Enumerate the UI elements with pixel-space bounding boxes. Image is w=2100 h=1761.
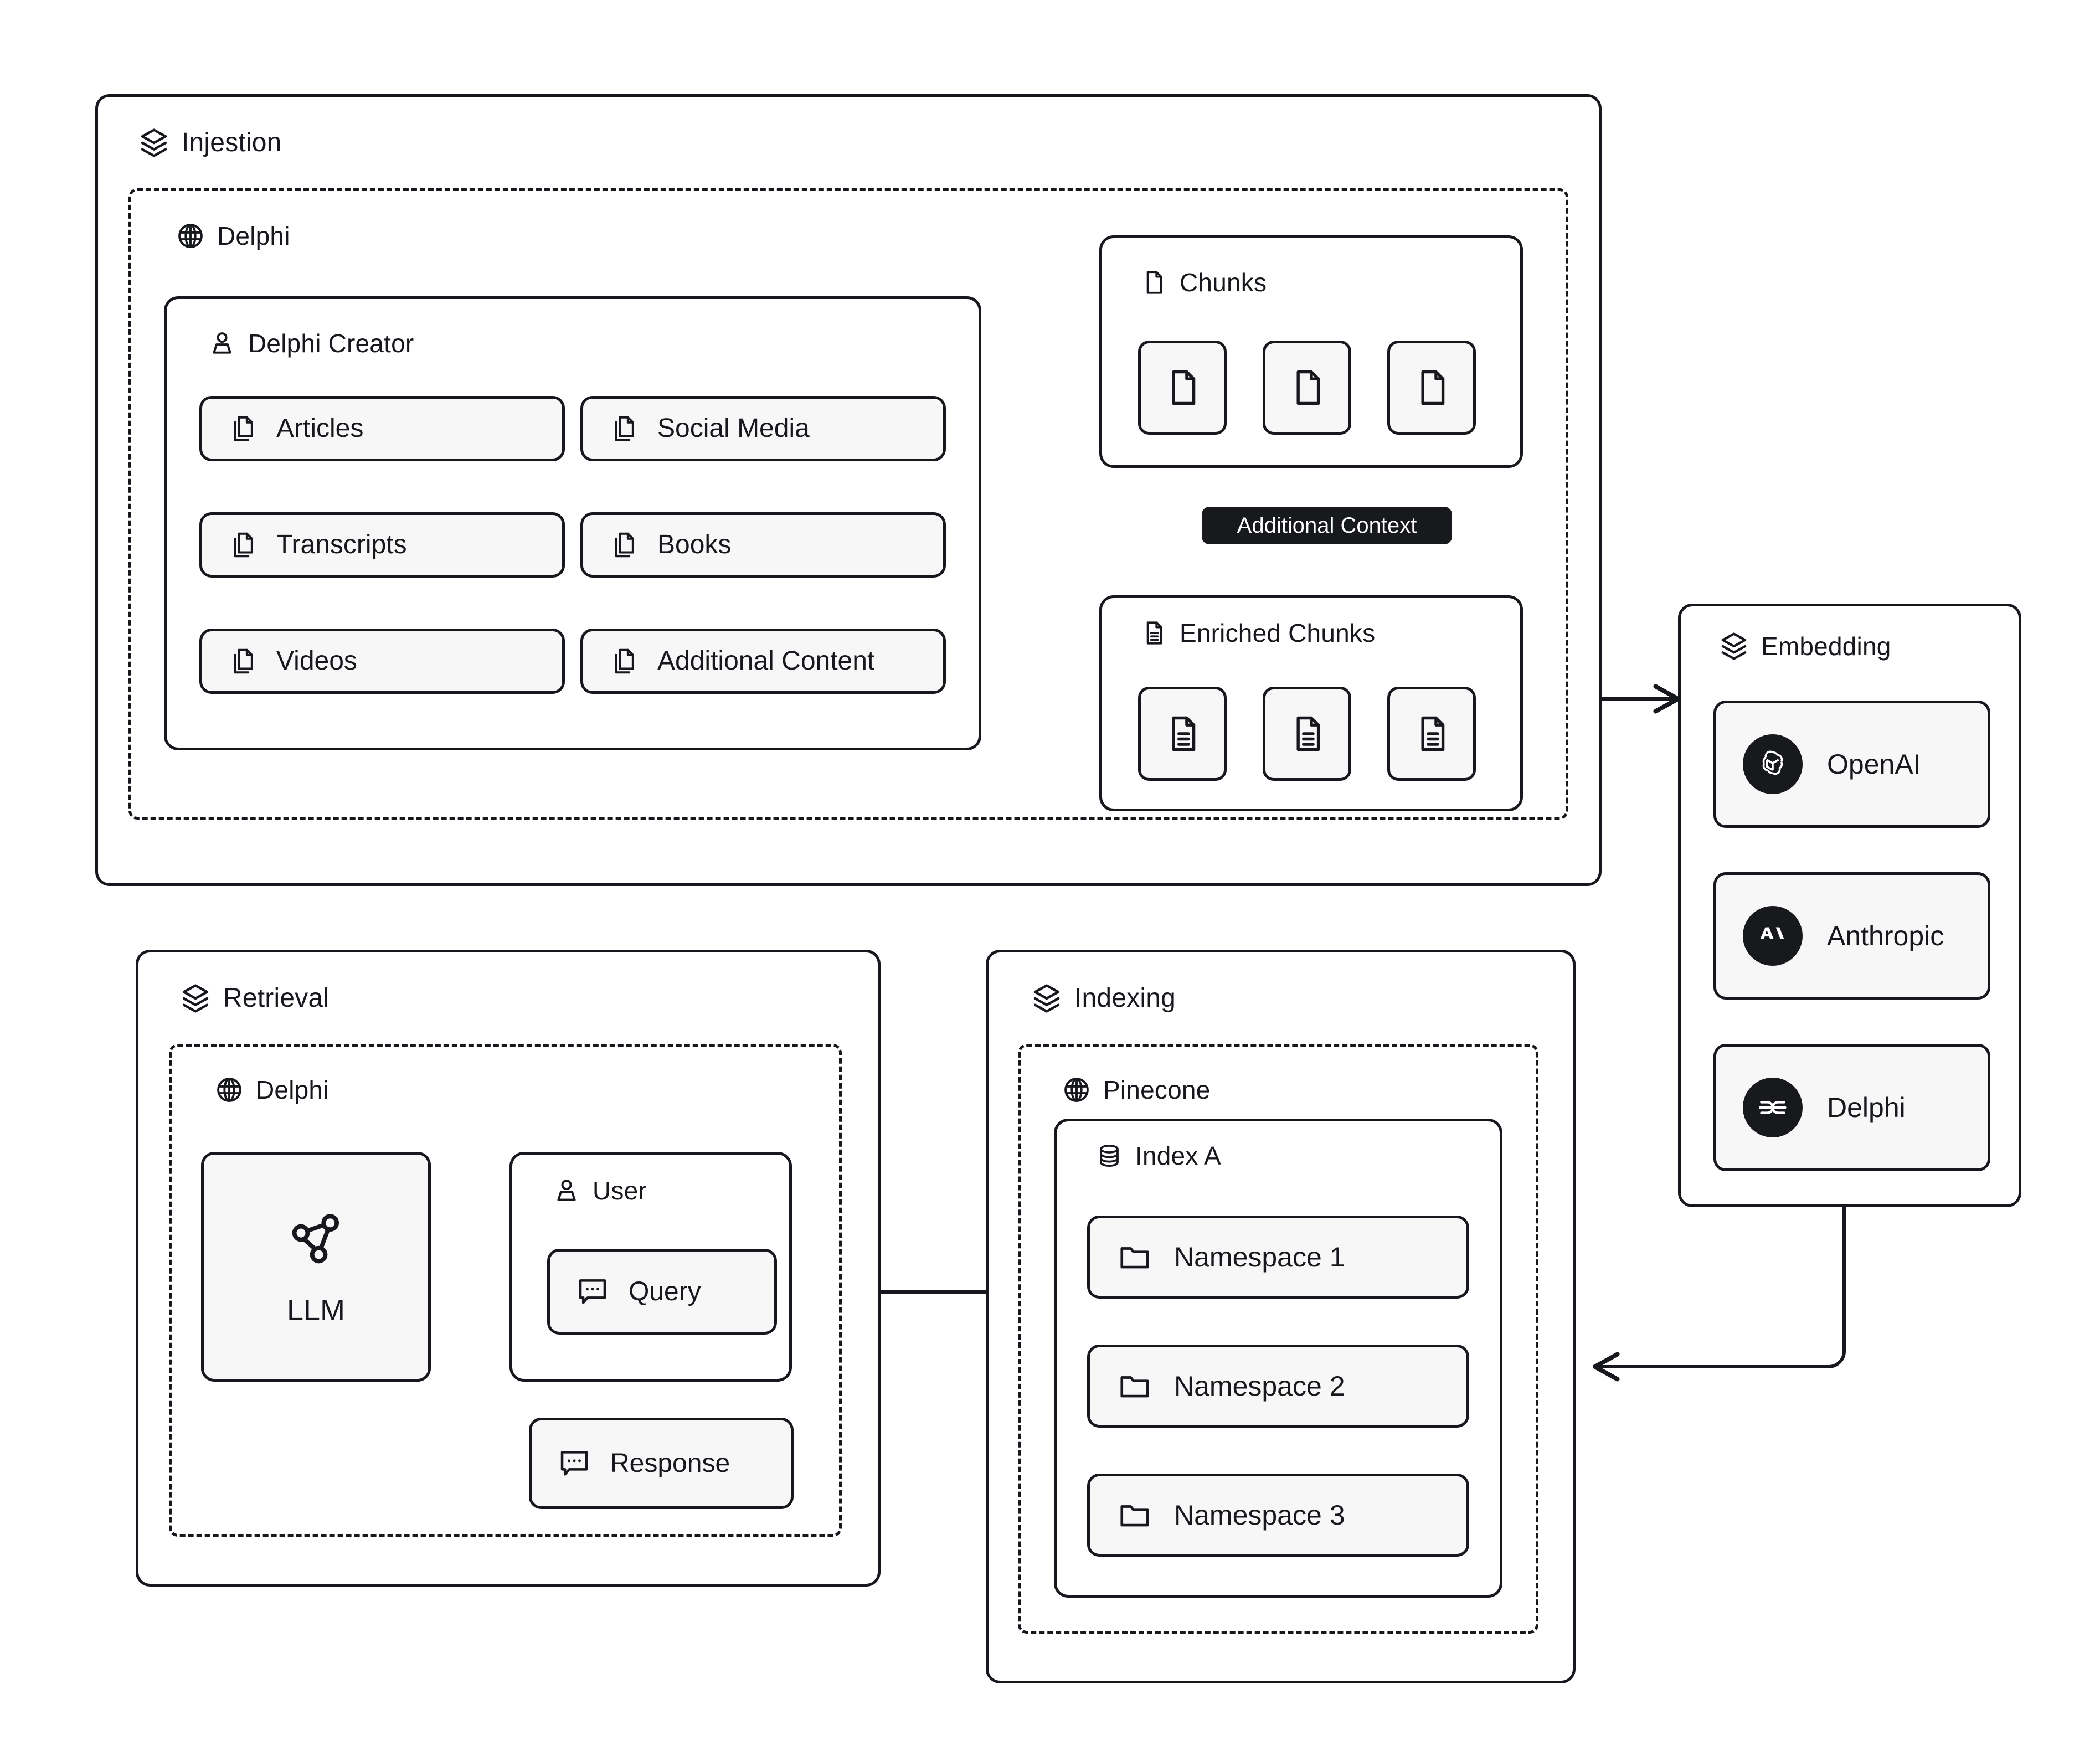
namespace-card-1[interactable]: Namespace 1 [1087, 1216, 1469, 1299]
message-dots-icon [557, 1446, 591, 1481]
additional-context-label: Additional Context [1237, 513, 1417, 538]
documents-icon [609, 530, 639, 560]
source-card-label: Videos [276, 646, 357, 676]
retrieval-header: Retrieval [180, 983, 329, 1014]
pinecone-header: Pinecone [1062, 1075, 1210, 1104]
delphi-creator-header: Delphi Creator [208, 329, 414, 357]
delphi-logo [1743, 1078, 1803, 1137]
response-card[interactable]: Response [529, 1418, 794, 1509]
globe-icon [176, 222, 205, 250]
file-icon [1161, 367, 1203, 409]
ingestion-delphi-label: Delphi [217, 222, 290, 250]
ingestion-delphi-header: Delphi [176, 222, 290, 250]
source-card-transcripts[interactable]: Transcripts [199, 512, 565, 578]
query-label: Query [629, 1276, 701, 1306]
indexing-pinecone-group [1018, 1044, 1538, 1634]
embedding-provider-label: Anthropic [1827, 920, 1944, 951]
source-card-label: Books [657, 530, 732, 559]
ingestion-header: Injestion [138, 127, 282, 158]
source-card-label: Social Media [657, 414, 810, 443]
namespace-label: Namespace 3 [1174, 1500, 1345, 1531]
response-label: Response [610, 1448, 730, 1478]
file-icon [1411, 367, 1453, 409]
index-a-label: Index A [1135, 1141, 1221, 1170]
source-card-additional-content[interactable]: Additional Content [580, 629, 946, 694]
chunk-tile[interactable] [1138, 341, 1227, 435]
globe-icon [1062, 1075, 1091, 1104]
pinecone-label: Pinecone [1103, 1075, 1211, 1104]
embedding-provider-label: Delphi [1827, 1092, 1906, 1123]
documents-icon [228, 530, 258, 560]
llm-label: LLM [286, 1293, 346, 1327]
retrieval-delphi-header: Delphi [215, 1075, 329, 1104]
chunk-tile[interactable] [1387, 341, 1476, 435]
file-icon [1140, 269, 1167, 296]
source-card-label: Transcripts [276, 530, 407, 559]
source-card-social-media[interactable]: Social Media [580, 396, 946, 461]
user-label: User [593, 1176, 647, 1205]
edge-embedding-to-indexing [1592, 1207, 1846, 1382]
folder-icon [1118, 1498, 1152, 1532]
file-text-icon [1286, 713, 1328, 755]
enriched-chunks-header: Enriched Chunks [1140, 619, 1375, 647]
ingestion-delphi-group [128, 188, 1568, 820]
layers-icon [1031, 983, 1062, 1014]
source-card-videos[interactable]: Videos [199, 629, 565, 694]
enriched-chunk-tile[interactable] [1263, 687, 1351, 781]
embedding-provider-label: OpenAI [1827, 749, 1921, 780]
embedding-provider-openai[interactable]: OpenAI [1713, 701, 1990, 828]
chunks-label: Chunks [1180, 268, 1267, 297]
openai-logo [1743, 734, 1803, 794]
folder-icon [1118, 1369, 1152, 1403]
chunks-header: Chunks [1140, 269, 1267, 296]
database-icon [1095, 1142, 1123, 1170]
folder-icon [1118, 1240, 1152, 1274]
anthropic-logo [1743, 906, 1803, 966]
delphi-creator-label: Delphi Creator [248, 329, 414, 358]
documents-icon [228, 414, 258, 444]
retrieval-delphi-label: Delphi [256, 1075, 329, 1104]
file-text-icon [1411, 713, 1453, 755]
source-card-label: Additional Content [657, 646, 875, 676]
indexing-label: Indexing [1074, 984, 1176, 1013]
layers-icon [138, 127, 169, 158]
enriched-chunk-tile[interactable] [1138, 687, 1227, 781]
retrieval-delphi-group [169, 1044, 842, 1537]
query-card[interactable]: Query [547, 1249, 777, 1335]
enriched-chunks-label: Enriched Chunks [1180, 619, 1376, 647]
documents-icon [609, 646, 639, 676]
file-icon [1286, 367, 1328, 409]
source-card-label: Articles [276, 414, 364, 443]
enriched-chunk-tile[interactable] [1387, 687, 1476, 781]
person-icon [208, 329, 236, 357]
person-icon [553, 1177, 580, 1204]
source-card-books[interactable]: Books [580, 512, 946, 578]
ingestion-label: Injestion [182, 128, 282, 157]
chunk-tile[interactable] [1263, 341, 1351, 435]
additional-context-badge: Additional Context [1202, 507, 1452, 544]
embedding-header: Embedding [1719, 631, 1891, 661]
embedding-provider-anthropic[interactable]: Anthropic [1713, 872, 1990, 1000]
llm-node[interactable]: LLM [201, 1152, 431, 1382]
documents-icon [609, 414, 639, 444]
layers-icon [1719, 631, 1749, 661]
namespace-card-3[interactable]: Namespace 3 [1087, 1474, 1469, 1557]
documents-icon [228, 646, 258, 676]
retrieval-label: Retrieval [223, 984, 330, 1013]
user-header: User [553, 1177, 647, 1204]
namespace-label: Namespace 1 [1174, 1242, 1345, 1273]
file-text-icon [1140, 619, 1167, 647]
index-a-header: Index A [1095, 1142, 1221, 1170]
namespace-label: Namespace 2 [1174, 1371, 1345, 1402]
globe-icon [215, 1075, 244, 1104]
file-text-icon [1161, 713, 1203, 755]
embedding-provider-delphi[interactable]: Delphi [1713, 1044, 1990, 1171]
layers-icon [180, 983, 211, 1014]
message-dots-icon [575, 1275, 610, 1309]
embedding-label: Embedding [1761, 632, 1891, 661]
namespace-card-2[interactable]: Namespace 2 [1087, 1345, 1469, 1428]
network-nodes-icon [286, 1209, 347, 1270]
source-card-articles[interactable]: Articles [199, 396, 565, 461]
indexing-header: Indexing [1031, 983, 1176, 1014]
